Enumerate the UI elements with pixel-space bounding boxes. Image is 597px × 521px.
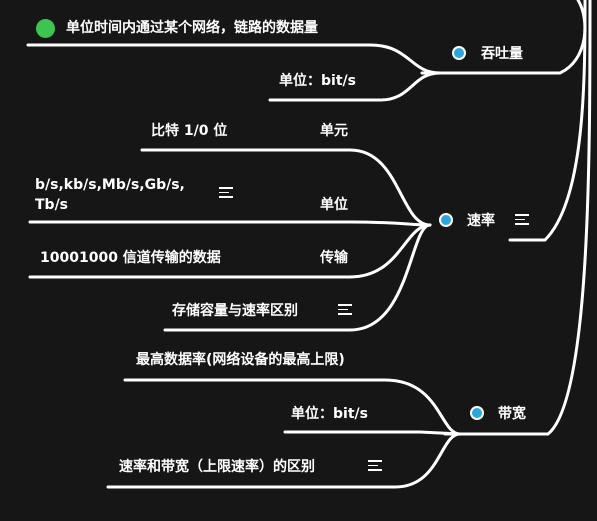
bandwidth-difference[interactable]: 速率和带宽（上限速率）的区别 xyxy=(119,459,315,475)
connector-rate-transfer xyxy=(28,223,432,279)
connector-bandwidth-unit xyxy=(283,430,462,436)
throughput-definition[interactable]: 单位时间内通过某个网络，链路的数据量 xyxy=(66,20,318,36)
throughput-topic-dot-icon xyxy=(452,46,466,60)
bandwidth-max-rate[interactable]: 最高数据率(网络设备的最高上限) xyxy=(136,352,345,368)
definition-dot-icon xyxy=(36,19,55,38)
bandwidth-topic-dot-icon xyxy=(470,406,484,420)
rate-element-label[interactable]: 单元 xyxy=(320,123,348,139)
connector-trunk-bandwidth xyxy=(443,0,592,436)
connector-rate-unit xyxy=(28,220,432,227)
throughput-title[interactable]: 吞吐量 xyxy=(481,46,523,62)
rate-title[interactable]: 速率 xyxy=(467,213,495,229)
bandwidth-unit[interactable]: 单位：bit/s xyxy=(291,406,368,422)
notes-icon[interactable] xyxy=(219,187,235,199)
rate-topic-dot-icon xyxy=(439,213,453,227)
rate-transfer-value[interactable]: 10001000 信道传输的数据 xyxy=(40,250,221,266)
notes-icon[interactable] xyxy=(338,304,354,316)
rate-unit-label[interactable]: 单位 xyxy=(320,197,348,213)
bandwidth-title[interactable]: 带宽 xyxy=(498,406,526,422)
connector-rate-element xyxy=(140,148,432,227)
connector-throughput-unit xyxy=(268,71,442,102)
connector-rate-storage xyxy=(163,223,432,332)
connector-bandwidth-difference xyxy=(106,432,462,489)
rate-transfer-label[interactable]: 传输 xyxy=(320,250,348,266)
notes-icon[interactable] xyxy=(368,460,384,472)
connector-trunk-throughput xyxy=(420,0,587,75)
rate-unit-value[interactable]: b/s,kb/s,Mb/s,Gb/s, Tb/s xyxy=(35,177,185,213)
rate-element-value[interactable]: 比特 1/0 位 xyxy=(151,123,228,139)
notes-icon[interactable] xyxy=(515,214,531,226)
connector-bandwidth-maxrate xyxy=(123,378,462,436)
rate-storage-vs-rate[interactable]: 存储容量与速率区别 xyxy=(172,303,298,319)
connector-trunk-rate xyxy=(508,0,587,242)
throughput-unit[interactable]: 单位：bit/s xyxy=(279,73,356,89)
connector-throughput-definition xyxy=(26,43,442,75)
